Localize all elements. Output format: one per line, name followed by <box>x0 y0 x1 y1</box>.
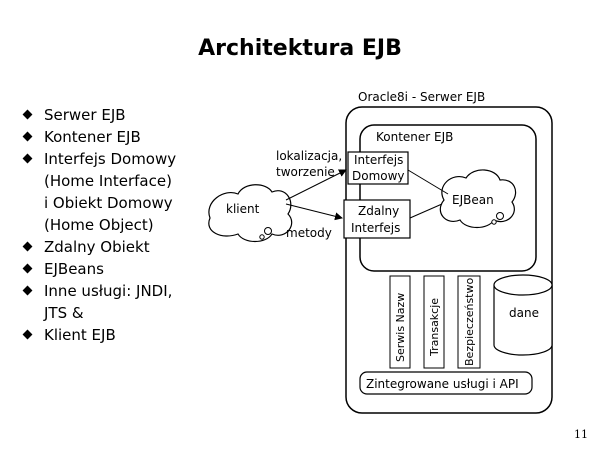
ejbean-label: EJBean <box>452 193 494 207</box>
client-label: klient <box>226 202 260 216</box>
bullet-text: i Obiekt Domowy <box>44 194 173 212</box>
client-cloud-bubble <box>264 227 272 235</box>
security-service-box <box>457 275 481 369</box>
naming-service-label: Serwis Nazw <box>394 293 407 362</box>
security-service-label: Bezpieczeństwo <box>463 278 476 366</box>
bullet-text: Zdalny Obiekt <box>44 238 150 256</box>
server-label: Oracle8i - Serwer EJB <box>358 90 485 104</box>
bullet-item: Kontener EJB <box>22 126 176 148</box>
bullet-text: Kontener EJB <box>44 128 141 146</box>
home-interface-label: Interfejs <box>354 153 403 167</box>
remote-interface-label: Zdalny <box>358 204 399 218</box>
bullet-item: Inne usługi: JNDI, JTS & <box>22 280 176 324</box>
bullet-text: (Home Object) <box>44 216 154 234</box>
home-interface-label: Domowy <box>352 169 405 183</box>
line-home-to-ejbean <box>407 169 449 195</box>
ejbean-cloud-bubble <box>491 219 497 225</box>
bullet-item: Serwer EJB <box>22 104 176 126</box>
tworzenie-label: tworzenie <box>276 165 335 179</box>
home-interface-box <box>347 151 409 185</box>
metody-label: metody <box>286 226 332 240</box>
bullet-text: Klient EJB <box>44 326 116 344</box>
bullet-text: Serwer EJB <box>44 106 126 124</box>
transactions-service-box <box>423 275 445 369</box>
arrow-client-to-home <box>285 169 347 201</box>
ejbean-cloud-bubble <box>496 212 504 220</box>
naming-service-box <box>389 275 411 369</box>
integrated-services-label: Zintegrowane usługi i API <box>366 377 519 391</box>
bullet-text: EJBeans <box>44 260 104 278</box>
bullet-item: Interfejs Domowy (Home Interface) i Obie… <box>22 148 176 236</box>
remote-interface-label: Interfejs <box>351 221 400 235</box>
page-number: 11 <box>574 428 588 441</box>
remote-interface-box <box>343 199 411 239</box>
slide-title: Architektura EJB <box>198 36 402 61</box>
data-cylinder-top <box>493 274 553 296</box>
client-cloud-bubble <box>259 234 265 240</box>
line-remote-to-ejbean <box>409 203 443 219</box>
arrow-client-to-remote <box>285 203 343 221</box>
bullet-text: (Home Interface) <box>44 172 172 190</box>
bullet-list: Serwer EJB Kontener EJB Interfejs Domowy… <box>22 104 176 346</box>
ejbean-cloud-shape <box>439 169 517 229</box>
integrated-services-box <box>359 371 533 395</box>
data-label: dane <box>509 306 539 320</box>
bullet-text: Inne usługi: JNDI, <box>44 282 173 300</box>
bullet-item: Zdalny Obiekt <box>22 236 176 258</box>
bullet-text: Interfejs Domowy <box>44 150 177 168</box>
container-label: Kontener EJB <box>376 130 453 144</box>
client-cloud-shape <box>208 184 293 243</box>
lokalizacja-label: lokalizacja, <box>276 149 342 163</box>
data-cylinder-body <box>493 285 553 356</box>
bullet-item: EJBeans <box>22 258 176 280</box>
bullet-item: Klient EJB <box>22 324 176 346</box>
bullet-text: JTS & <box>44 304 84 322</box>
transactions-service-label: Transakcje <box>428 298 441 357</box>
